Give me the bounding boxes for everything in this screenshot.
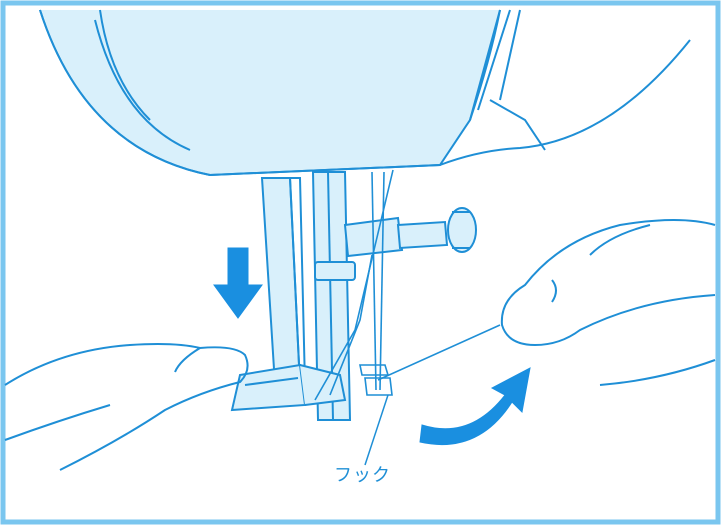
needle-clamp <box>345 208 476 256</box>
down-arrow-icon <box>214 248 262 318</box>
machine-head <box>40 10 690 175</box>
curved-arrow-icon <box>420 368 530 445</box>
callout-leader-line <box>365 395 388 465</box>
hook-label: フック <box>334 465 391 487</box>
left-hand <box>5 344 248 470</box>
right-hand <box>502 220 715 385</box>
